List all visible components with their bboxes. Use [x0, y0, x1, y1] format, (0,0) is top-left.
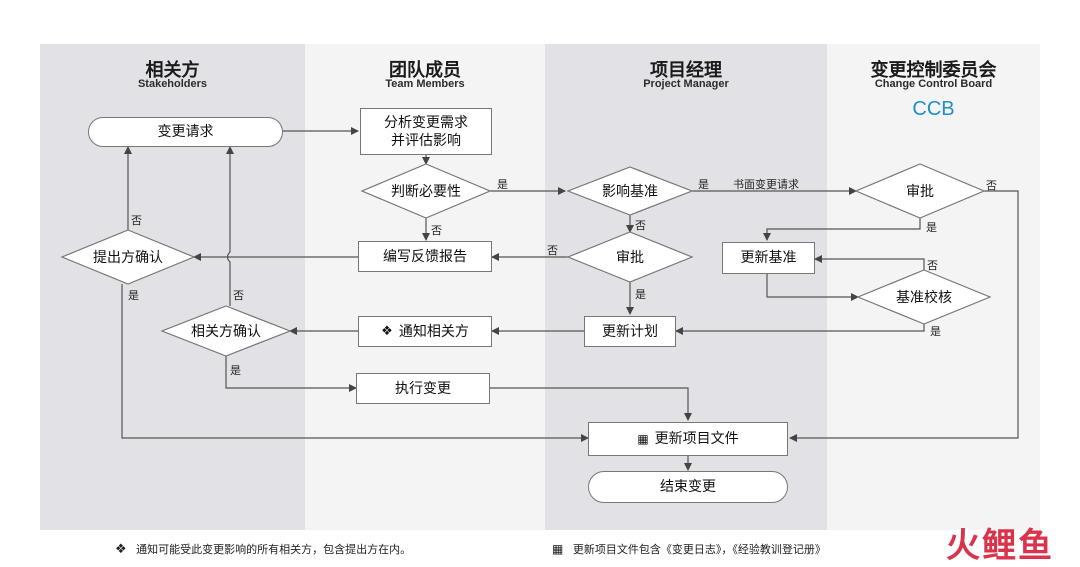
- footer-docs-note: ▦ 更新项目文件包含《变更日志》，《经验教训登记册》: [552, 541, 826, 557]
- brand-logo: 火鲤鱼: [946, 526, 1054, 566]
- label-approve-no: 否: [547, 244, 558, 257]
- decision-proposer-confirm: [60, 229, 196, 285]
- open-book-icon: ▦: [637, 432, 649, 446]
- label-proposer-yes: 是: [128, 289, 139, 302]
- impact-baseline-label: 影响基准: [602, 184, 658, 200]
- edge-ccb-to-baseline: [763, 218, 921, 241]
- label-judge-yes: 是: [497, 178, 508, 191]
- edge-confirm-to-execute: [225, 356, 357, 392]
- lane-subtitle: Stakeholders: [137, 78, 208, 90]
- stakeholder-confirm-label: 相关方确认: [191, 324, 261, 340]
- node-update-docs: ▦ 更新项目文件: [588, 422, 788, 456]
- label-ccb-yes: 是: [926, 221, 937, 234]
- node-update-baseline: 更新基准: [722, 242, 815, 274]
- label-confirm-no: 否: [233, 289, 244, 302]
- update-docs-label: 更新项目文件: [654, 431, 739, 447]
- ccb-label: CCB: [912, 98, 955, 120]
- analyze-line-1: 分析变更需求: [384, 114, 468, 131]
- label-check-yes: 是: [930, 325, 941, 338]
- lane-team-members: 团队成员 Team Members: [305, 44, 545, 530]
- diamond-cluster-icon: ❖: [115, 542, 127, 557]
- decision-judge-necessity: [360, 163, 492, 219]
- docs-note-text: 更新项目文件包含《变更日志》，《经验教训登记册》: [572, 543, 826, 556]
- lane-subtitle: Team Members: [385, 78, 465, 90]
- ccb-approve-label: 审批: [906, 184, 934, 200]
- decision-ccb-approve: [854, 163, 986, 219]
- label-proposer-no: 否: [131, 214, 142, 227]
- lane-title: 项目经理: [650, 60, 722, 81]
- baseline-check-label: 基准校核: [896, 290, 952, 306]
- edge-ccb-to-docs: [789, 190, 1019, 442]
- edge-execute-to-docs: [490, 387, 692, 421]
- lane-subtitle: Project Manager: [643, 78, 729, 90]
- notify-label: 通知相关方: [398, 323, 469, 340]
- lane-title: 变更控制委员会: [870, 60, 997, 81]
- label-judge-no: 否: [431, 224, 442, 237]
- label-ccb-no: 否: [986, 179, 997, 192]
- label-written-request: 书面变更请求: [733, 178, 799, 191]
- diamond-cluster-icon: ❖: [381, 323, 393, 339]
- analyze-line-2: 并评估影响: [391, 132, 461, 149]
- notify-note-text: 通知可能受此变更影响的所有相关方，包含提出方在内。: [136, 543, 412, 556]
- node-write-feedback: 编写反馈报告: [358, 241, 492, 272]
- edge-proposer-to-docs: [121, 284, 589, 442]
- label-impact-yes: 是: [698, 178, 709, 191]
- footer-notify-note: ❖ 通知可能受此变更影响的所有相关方，包含提出方在内。: [115, 541, 411, 557]
- proposer-confirm-label: 提出方确认: [93, 250, 163, 266]
- node-execute-change: 执行变更: [356, 373, 490, 404]
- lane-title: 相关方: [145, 60, 200, 81]
- edge-check-to-plan: [675, 324, 925, 335]
- pm-approve-label: 审批: [616, 250, 644, 266]
- decision-impact-baseline: [566, 166, 694, 216]
- decision-baseline-check: [856, 269, 992, 325]
- node-notify-stakeholders: ❖ 通知相关方: [358, 316, 492, 347]
- label-approve-yes: 是: [635, 288, 646, 301]
- node-update-plan: 更新计划: [584, 316, 676, 347]
- node-analyze: 分析变更需求 并评估影响: [360, 108, 492, 155]
- lane-title: 团队成员: [389, 60, 461, 81]
- decision-pm-approve: [566, 231, 694, 283]
- judge-necessity-label: 判断必要性: [391, 184, 461, 200]
- label-check-no: 否: [927, 259, 938, 272]
- label-impact-no: 否: [635, 219, 646, 232]
- node-change-request: 变更请求: [88, 117, 283, 147]
- lane-subtitle: Change Control Board: [874, 78, 993, 90]
- decision-stakeholder-confirm: [160, 305, 292, 357]
- label-confirm-yes: 是: [230, 364, 241, 377]
- edge-check-to-baseline: [814, 255, 925, 270]
- edge-baseline-to-check: [766, 274, 859, 301]
- open-book-icon: ▦: [552, 542, 564, 556]
- edge-confirm-to-request: [226, 146, 234, 306]
- node-end-change: 结束变更: [588, 471, 788, 503]
